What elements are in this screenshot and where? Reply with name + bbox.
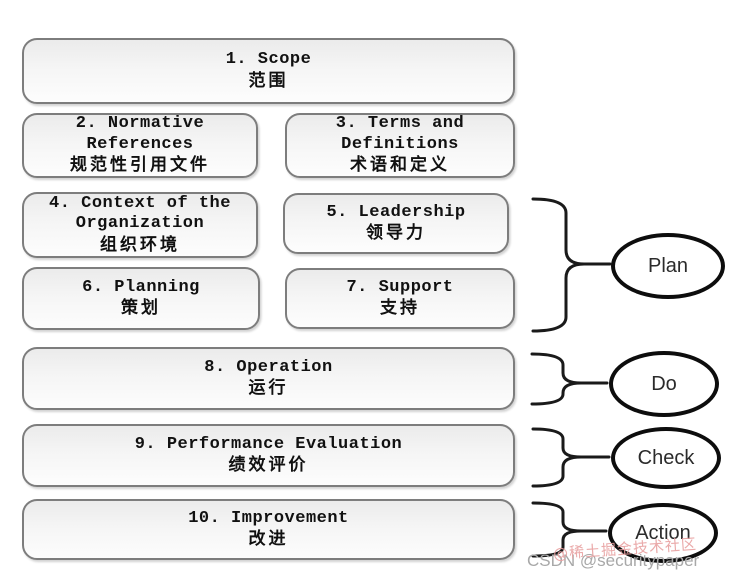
ellipse-do: Do: [609, 351, 719, 417]
brace-do-icon: [530, 352, 583, 406]
box-terms-en: 3. Terms and Definitions: [335, 114, 475, 154]
box-performance-evaluation: 9. Performance Evaluation 绩效评价: [22, 424, 515, 487]
ellipse-check-label: Check: [637, 446, 695, 469]
ellipse-check: Check: [611, 427, 721, 489]
box-normative-references: 2. Normative References 规范性引用文件: [22, 113, 258, 178]
box-support-en: 7. Support: [346, 277, 454, 297]
ellipse-plan-label: Plan: [647, 254, 689, 277]
ellipse-action: Action: [608, 503, 718, 563]
ellipse-action-label: Action: [635, 521, 691, 544]
watermark-csdn: CSDN @securitypaper: [527, 551, 700, 570]
box-improvement-zh: 改进: [248, 529, 289, 550]
box-leadership-zh: 领导力: [366, 223, 426, 244]
box-leadership-en: 5. Leadership: [326, 202, 466, 222]
box-improvement: 10. Improvement 改进: [22, 499, 515, 560]
box-terms-definitions: 3. Terms and Definitions 术语和定义: [285, 113, 515, 178]
box-context-organization: 4. Context of the Organization 组织环境: [22, 192, 258, 258]
box-support: 7. Support 支持: [285, 268, 515, 329]
box-improvement-en: 10. Improvement: [188, 508, 349, 528]
box-scope-en: 1. Scope: [225, 50, 312, 70]
box-normative-zh: 规范性引用文件: [70, 155, 210, 176]
box-planning: 6. Planning 策划: [22, 267, 260, 330]
box-performance-zh: 绩效评价: [228, 455, 309, 476]
box-operation-en: 8. Operation: [204, 357, 333, 377]
box-leadership: 5. Leadership 领导力: [283, 193, 509, 254]
box-performance-en: 9. Performance Evaluation: [134, 434, 403, 454]
box-scope: 1. Scope 范围: [22, 38, 515, 104]
box-support-zh: 支持: [380, 298, 420, 319]
ellipse-do-label: Do: [651, 372, 677, 395]
box-planning-en: 6. Planning: [82, 277, 200, 297]
box-terms-zh: 术语和定义: [350, 155, 450, 176]
brace-check-icon: [531, 427, 583, 488]
ellipse-plan: Plan: [611, 233, 725, 299]
box-scope-zh: 范围: [248, 70, 289, 91]
box-operation-zh: 运行: [248, 378, 289, 399]
brace-plan-icon: [531, 197, 586, 333]
box-operation: 8. Operation 运行: [22, 347, 515, 410]
box-context-en: 4. Context of the Organization: [49, 193, 242, 234]
box-planning-zh: 策划: [121, 298, 161, 319]
box-normative-en: 2. Normative References: [75, 114, 215, 154]
box-context-zh: 组织环境: [100, 234, 180, 255]
